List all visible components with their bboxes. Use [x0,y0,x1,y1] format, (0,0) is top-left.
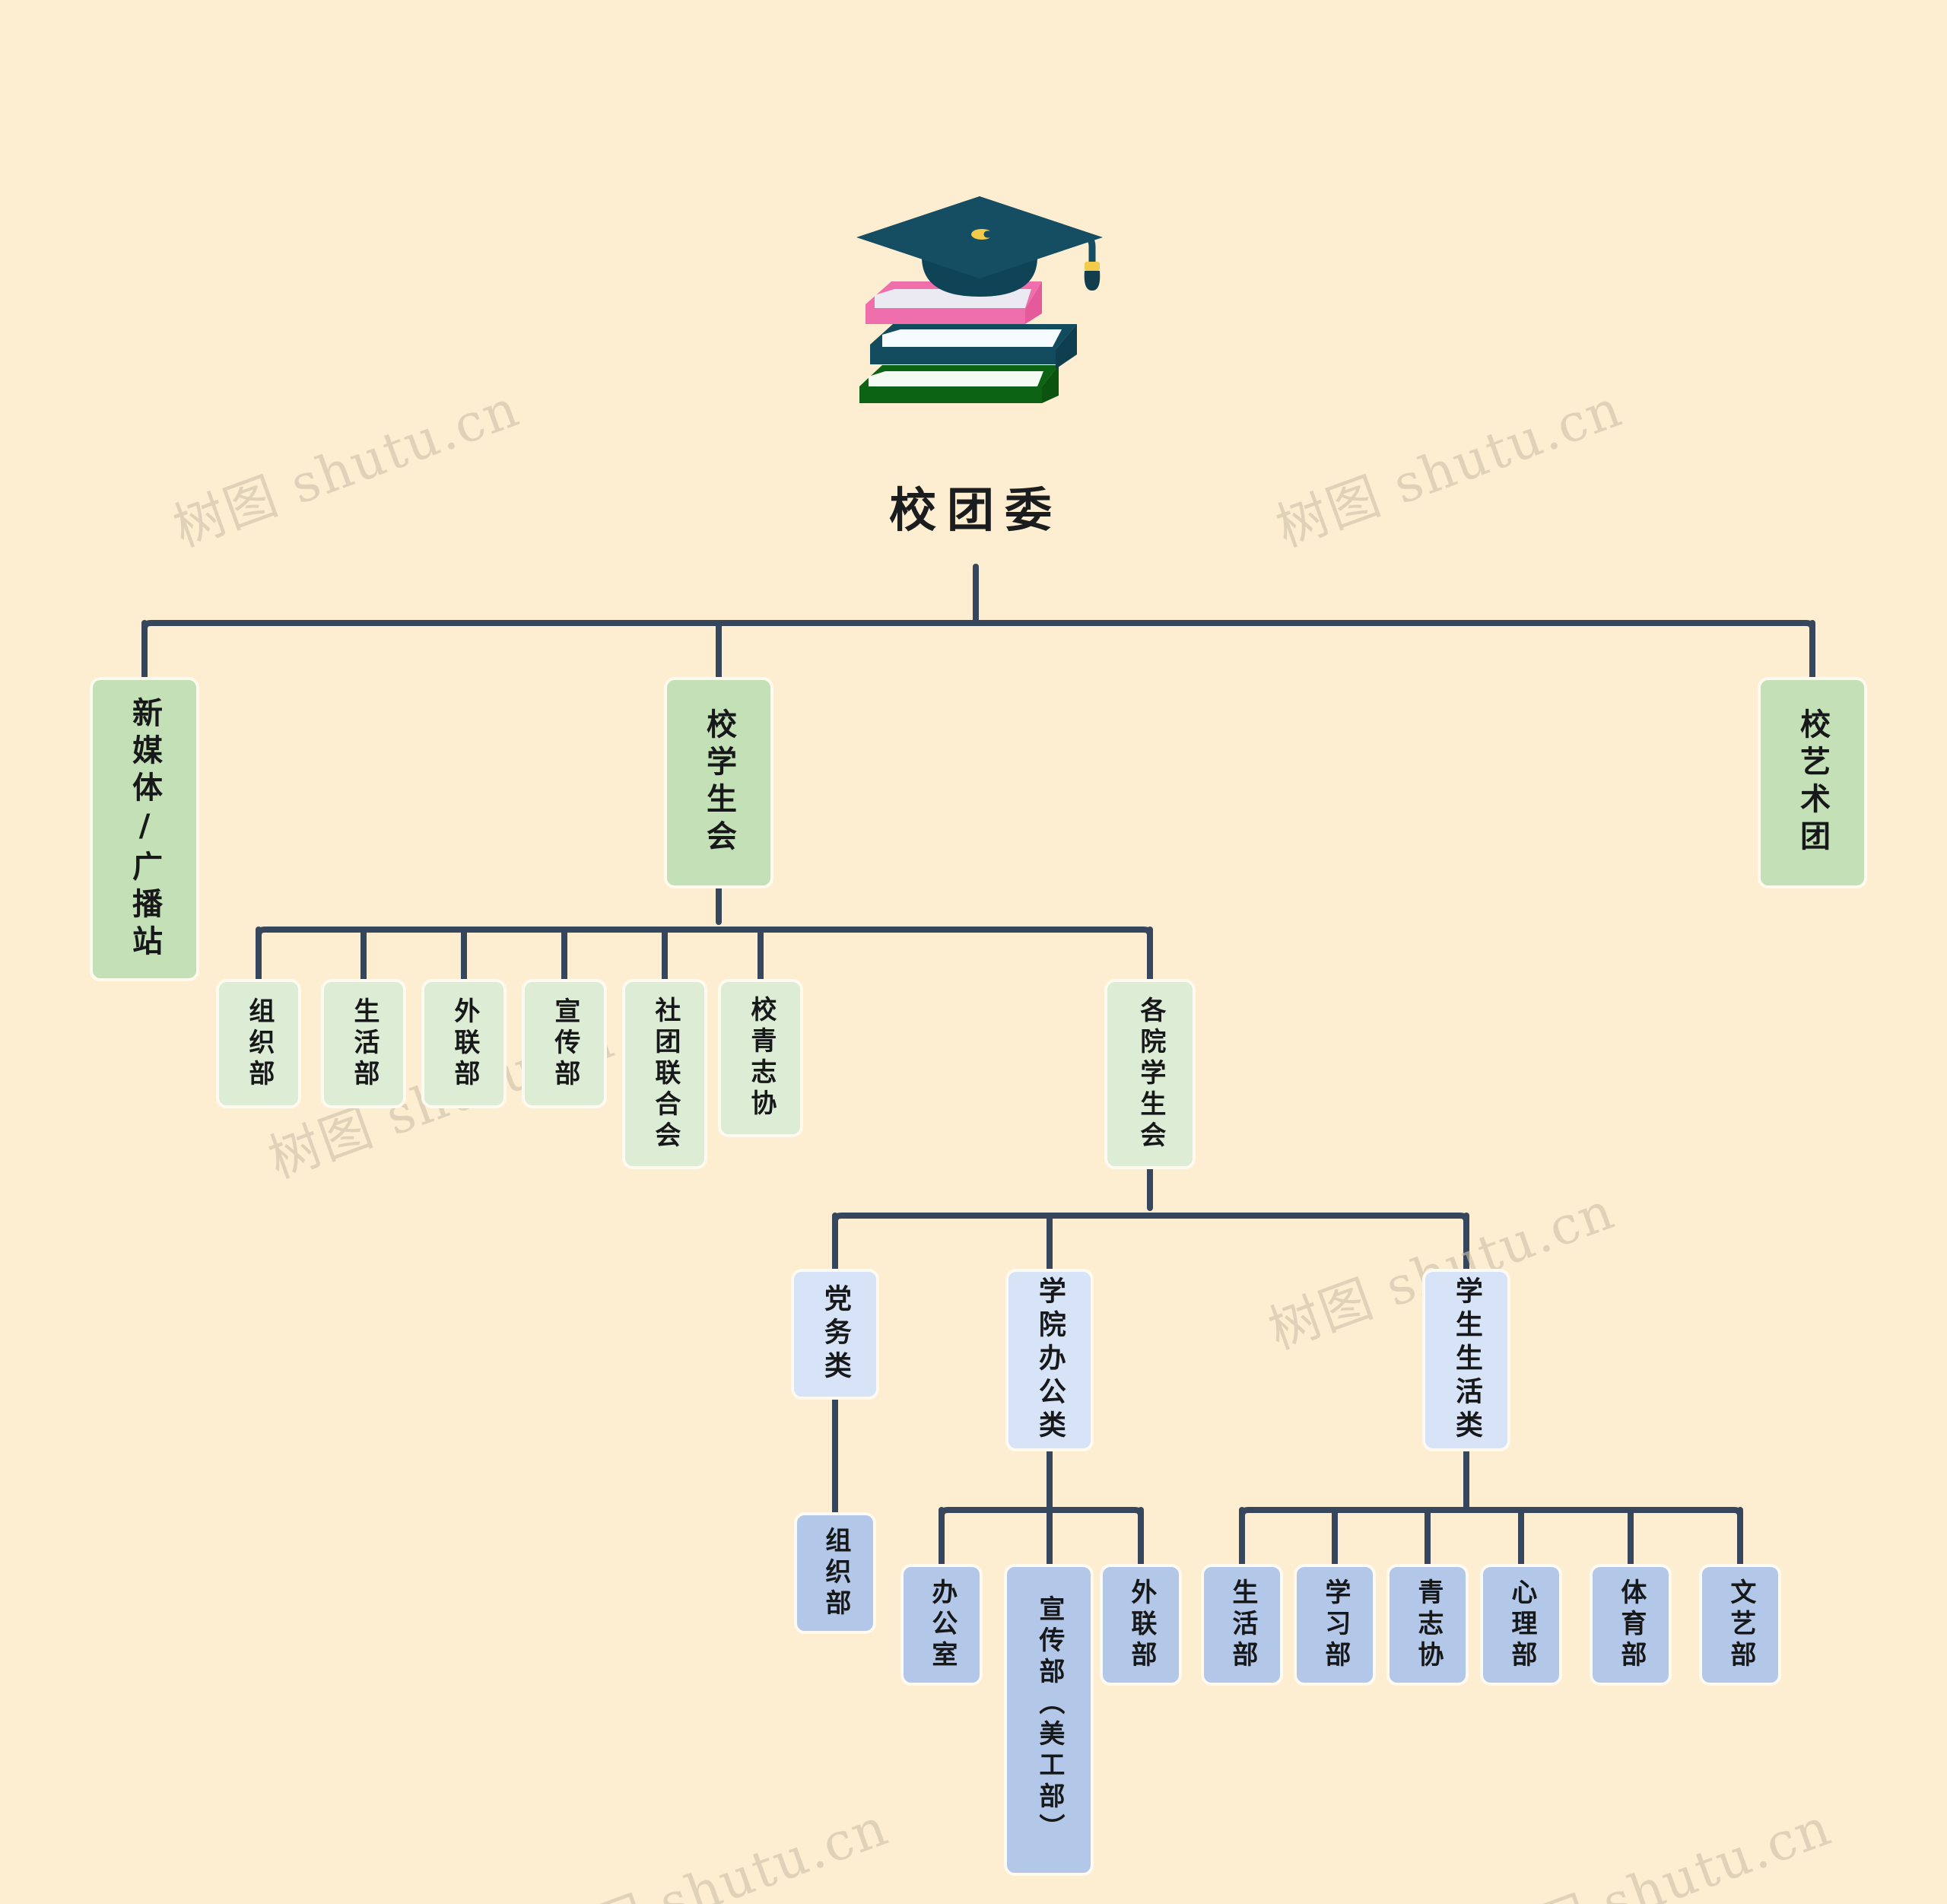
node-label: 文艺部 [1725,1578,1756,1672]
node-qingzhixie[interactable]: 青志协 [1386,1564,1469,1686]
node-label: 学生生活类 [1450,1276,1482,1444]
node-xiao-xueshenghui[interactable]: 校学生会 [664,677,773,888]
node-label: 体育部 [1615,1578,1647,1672]
node-label: 外联部 [449,997,480,1091]
node-wailianbu-bangong[interactable]: 外联部 [1100,1564,1182,1686]
node-label: 各院学生会 [1135,996,1166,1152]
node-xuanchuanbu-meigongbu[interactable]: 宣传部（美工部） [1004,1564,1094,1876]
node-label: 新媒体/广播站 [127,696,162,962]
node-xiao-yishutuan[interactable]: 校艺术团 [1758,677,1867,888]
node-wenyibu[interactable]: 文艺部 [1699,1564,1781,1686]
node-tiyubu[interactable]: 体育部 [1590,1564,1672,1686]
node-label: 校学生会 [701,708,736,857]
node-label: 校青志协 [745,996,777,1120]
node-xueyuan-bangonglei[interactable]: 学院办公类 [1005,1269,1094,1451]
node-label: 社团联合会 [650,996,681,1152]
node-xinmeiti-guangbozhan[interactable]: 新媒体/广播站 [90,677,199,981]
node-label: 学院办公类 [1034,1276,1066,1444]
link-level1-bus [141,620,1815,646]
node-label: 心理部 [1506,1578,1537,1672]
node-label: 校艺术团 [1795,708,1830,857]
node-label: 组织部 [243,997,275,1091]
node-xuesheng-shenghuolei[interactable]: 学生生活类 [1422,1269,1510,1451]
link-level2-bus [256,927,1153,954]
link-bangonglei-bus [939,1507,1144,1551]
node-label: 青志协 [1412,1578,1444,1672]
node-zuzhibu-dangwu[interactable]: 组织部 [794,1512,876,1634]
node-shetuan-lianhehui[interactable]: 社团联合会 [622,979,707,1169]
node-label: 宣传部（美工部） [1034,1595,1065,1845]
node-xinlibu[interactable]: 心理部 [1480,1564,1562,1686]
node-xuexibu[interactable]: 学习部 [1294,1564,1376,1686]
node-geyuan-xueshenghui[interactable]: 各院学生会 [1104,979,1196,1169]
node-shenghuobu-xsh[interactable]: 生活部 [321,979,406,1108]
node-wailianbu-xsh[interactable]: 外联部 [421,979,507,1108]
page-title: 校团委 [888,482,1062,538]
node-label: 学习部 [1320,1578,1351,1672]
node-xuanchuanbu-xsh[interactable]: 宣传部 [522,979,607,1108]
node-dangwulei[interactable]: 党务类 [791,1269,879,1400]
node-bangongshi[interactable]: 办公室 [900,1564,983,1686]
graduation-cap-books-icon [852,183,1110,418]
node-xiao-qingzhixie[interactable]: 校青志协 [718,979,803,1137]
node-zuzhibu-xsh[interactable]: 组织部 [216,979,301,1108]
node-label: 宣传部 [549,997,580,1091]
link-level3-bus [832,1213,1469,1251]
node-label: 组织部 [820,1526,851,1620]
node-label: 办公室 [926,1578,958,1672]
node-label: 生活部 [348,997,380,1091]
node-label: 党务类 [819,1284,851,1384]
node-label: 外联部 [1126,1578,1157,1672]
link-shenghuolei-bus [1239,1507,1743,1551]
node-label: 生活部 [1227,1578,1258,1672]
node-shenghuobu-shenghuolei[interactable]: 生活部 [1201,1564,1283,1686]
